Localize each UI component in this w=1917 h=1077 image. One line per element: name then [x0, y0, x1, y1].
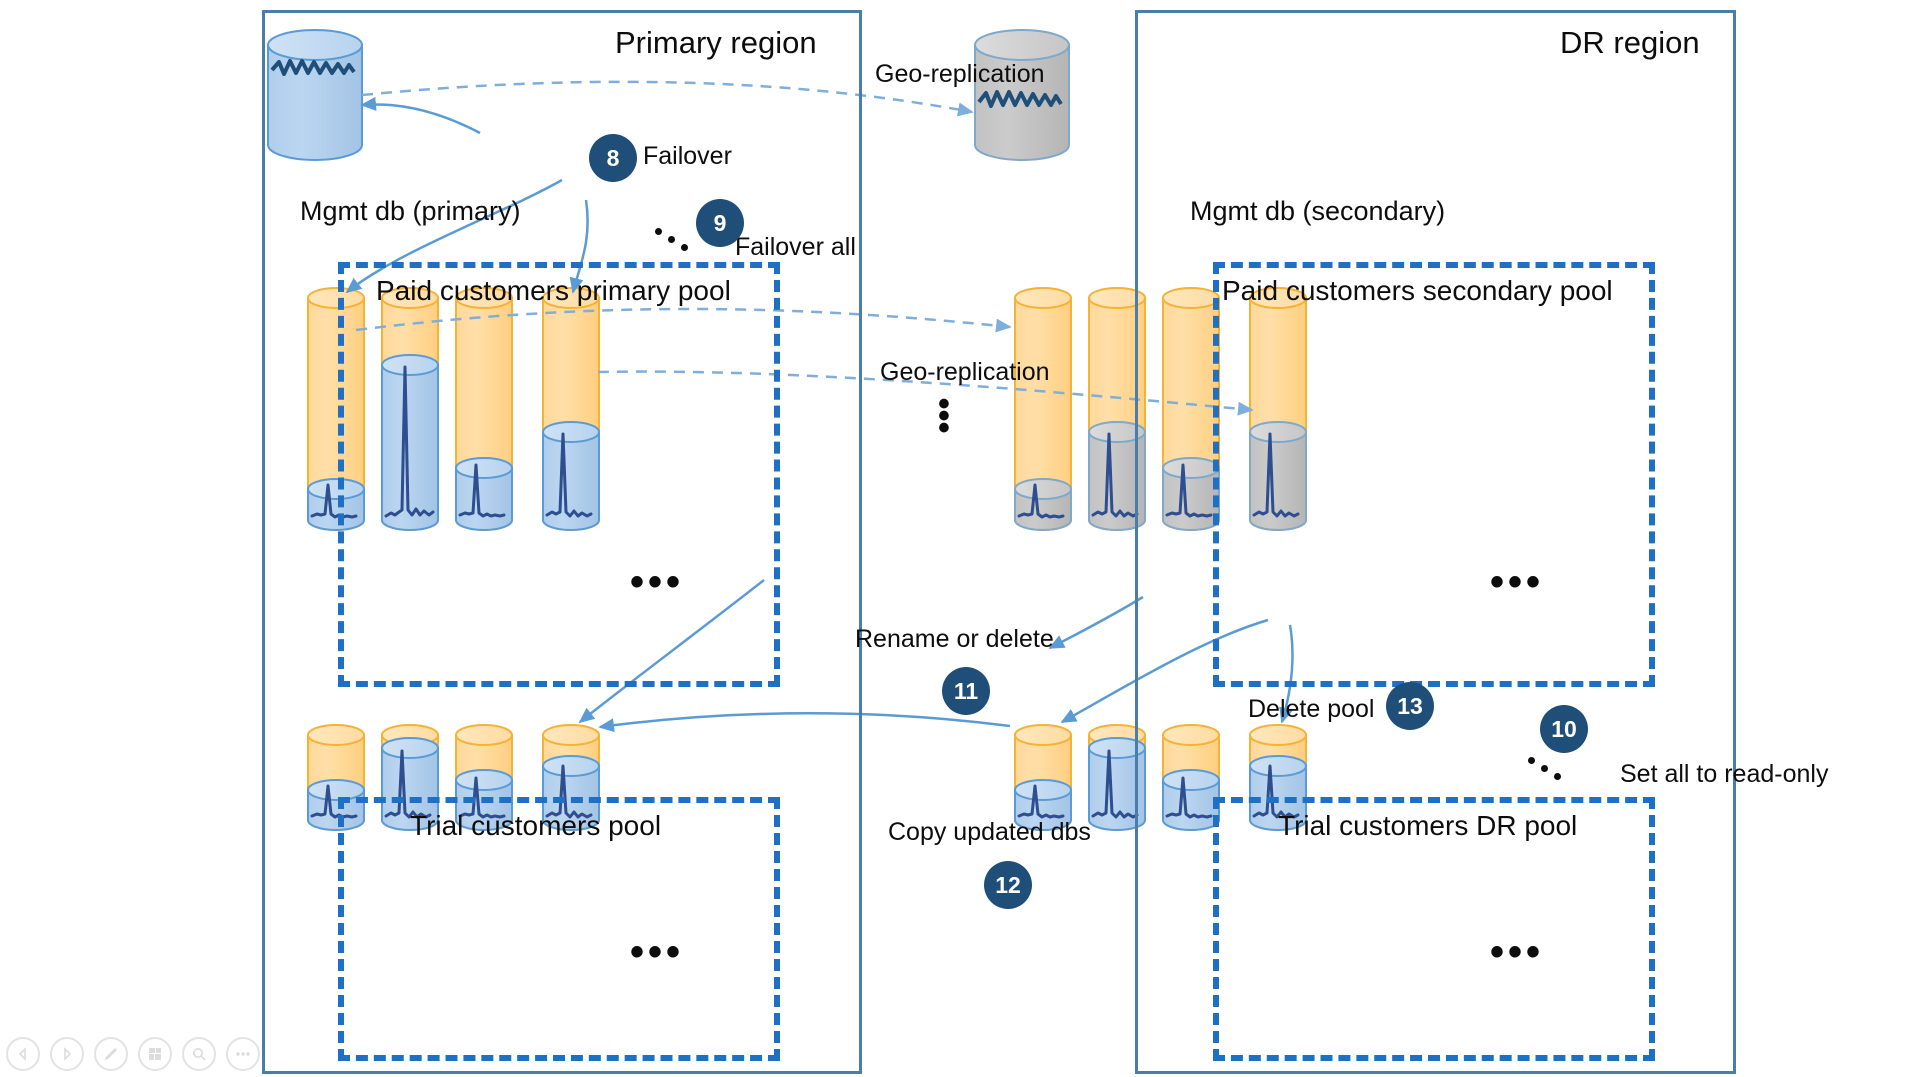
- arrow-read-only-left: [1060, 618, 1269, 724]
- step-13-label: Delete pool: [1248, 695, 1375, 723]
- db-cylinder-trial-primary-4: [542, 724, 600, 831]
- db-cylinder-paid-secondary-2: [1088, 287, 1146, 531]
- trial-customers-pool-box: [338, 797, 780, 1061]
- step-12-label: Copy updated dbs: [888, 818, 1091, 846]
- mgmt-db-primary-label: Mgmt db (primary): [300, 196, 521, 226]
- geo-replication-mid-label: Geo-replication: [880, 358, 1050, 386]
- db-cylinder-paid-primary-4: [542, 287, 600, 531]
- step-badge-10[interactable]: 10: [1541, 706, 1587, 752]
- paid-customers-secondary-pool-title: Paid customers secondary pool: [1222, 275, 1613, 306]
- ellipsis-paid-secondary: •••: [1490, 560, 1545, 604]
- step-badge-11[interactable]: 11: [943, 668, 989, 714]
- db-cylinder-paid-primary-3: [455, 287, 513, 531]
- dr-region-title: DR region: [1560, 25, 1700, 60]
- db-cylinder-paid-primary-2: [381, 287, 439, 531]
- paid-customers-primary-pool-title: Paid customers primary pool: [376, 275, 731, 306]
- arrow-failover-to-mgmt: [360, 96, 481, 135]
- arrow-failover-all-right: [569, 199, 589, 294]
- db-cylinder-trial-dr-3: [1162, 724, 1220, 831]
- db-cylinder-trial-primary-2: [381, 724, 439, 831]
- db-cylinder-paid-secondary-1: [1014, 287, 1072, 531]
- step-badge-13[interactable]: 13: [1387, 683, 1433, 729]
- mgmt-db-secondary-label: Mgmt db (secondary): [1190, 196, 1446, 226]
- mgmt-db-secondary-cylinder: [974, 29, 1070, 161]
- trial-customers-dr-pool-box: [1213, 797, 1655, 1061]
- arrow-geo-replication-paid-1: [355, 307, 1012, 333]
- db-cylinder-paid-primary-1: [307, 287, 365, 531]
- arrow-rename-or-delete: [578, 579, 765, 724]
- paid-customers-secondary-pool-box: [1213, 262, 1655, 687]
- next-icon[interactable]: [50, 1037, 84, 1071]
- db-cylinder-trial-dr-1: [1014, 724, 1072, 831]
- ellipsis-trial-primary: •••: [630, 930, 685, 974]
- arrow-copy-updated-dbs: [598, 712, 1011, 733]
- step-badge-8[interactable]: 8: [590, 135, 636, 181]
- trial-customers-pool-title: Trial customers pool: [410, 810, 662, 841]
- db-cylinder-trial-dr-2: [1088, 724, 1146, 831]
- step-badge-12[interactable]: 12: [985, 862, 1031, 908]
- arrow-geo-replication-mgmt: [361, 80, 974, 117]
- db-cylinder-trial-dr-4: [1249, 724, 1307, 831]
- ellipsis-diagonal-step-9: [655, 228, 699, 258]
- arrow-delete-pool: [1048, 595, 1144, 650]
- ellipsis-paid-primary: •••: [630, 560, 685, 604]
- arrow-failover-all-left: [345, 178, 563, 294]
- db-cylinder-paid-secondary-4: [1249, 287, 1307, 531]
- viewer-toolbar[interactable]: [6, 1037, 260, 1071]
- ellipsis-diagonal-step-10: [1528, 757, 1572, 787]
- layout-icon[interactable]: [138, 1037, 172, 1071]
- ellipsis-vertical-geo: •••: [938, 385, 950, 448]
- more-icon[interactable]: [226, 1037, 260, 1071]
- dr-region-box: [1135, 10, 1736, 1074]
- db-cylinder-paid-secondary-3: [1162, 287, 1220, 531]
- geo-replication-top-label: Geo-replication: [875, 60, 1045, 88]
- paid-customers-primary-pool-box: [338, 262, 780, 687]
- step-10-label: Set all to read-only: [1620, 760, 1829, 788]
- step-badge-9[interactable]: 9: [697, 200, 743, 246]
- pen-icon[interactable]: [94, 1037, 128, 1071]
- arrow-geo-replication-paid-2: [597, 370, 1254, 416]
- step-9-label: Failover all: [735, 233, 856, 261]
- ellipsis-trial-dr: •••: [1490, 930, 1545, 974]
- arrow-read-only-right: [1279, 624, 1294, 724]
- step-11-label: Rename or delete: [855, 625, 1054, 653]
- mgmt-db-primary-cylinder: [267, 29, 363, 161]
- db-cylinder-trial-primary-3: [455, 724, 513, 831]
- zoom-icon[interactable]: [182, 1037, 216, 1071]
- trial-customers-dr-pool-title: Trial customers DR pool: [1278, 810, 1578, 841]
- primary-region-box: [262, 10, 862, 1074]
- step-8-label: Failover: [643, 142, 732, 170]
- prev-icon[interactable]: [6, 1037, 40, 1071]
- primary-region-title: Primary region: [615, 25, 817, 60]
